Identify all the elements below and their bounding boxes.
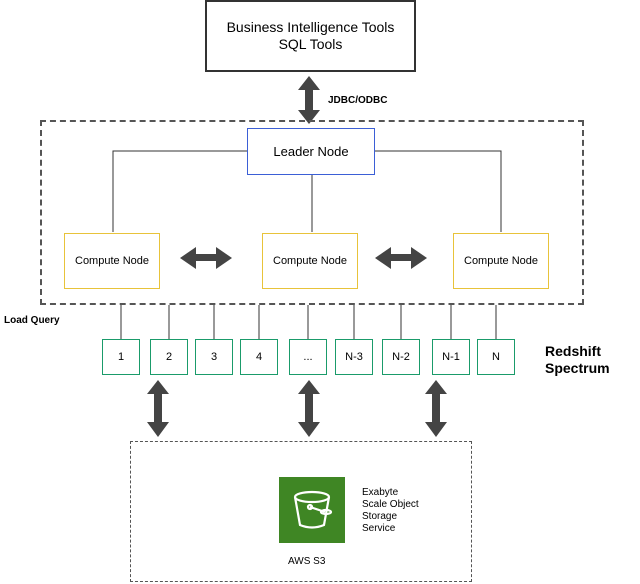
spectrum-title-line-2: Spectrum — [545, 360, 610, 376]
s3-frame — [130, 441, 472, 582]
spectrum-node-3: 3 — [195, 339, 233, 375]
s3-desc-line-4: Service — [362, 523, 396, 534]
spectrum-s3-arrow-1 — [147, 380, 169, 437]
compute-node-2: Compute Node — [262, 233, 358, 289]
spectrum-node-5: ... — [289, 339, 327, 375]
s3-bucket-icon — [279, 477, 345, 543]
spectrum-node-8: N-1 — [432, 339, 470, 375]
spectrum-title-line-1: Redshift — [545, 343, 601, 359]
spectrum-s3-arrow-2 — [298, 380, 320, 437]
load-query-label: Load Query — [4, 315, 60, 326]
spectrum-s3-arrow-3 — [425, 380, 447, 437]
spectrum-node-1: 1 — [102, 339, 140, 375]
compute-node-1: Compute Node — [64, 233, 160, 289]
spectrum-node-2: 2 — [150, 339, 188, 375]
vertical-arrows — [147, 76, 447, 437]
client-line-2: SQL Tools — [278, 36, 343, 52]
spectrum-connectors — [120, 305, 497, 339]
connection-label: JDBC/ODBC — [328, 95, 388, 106]
horizontal-arrows — [180, 247, 427, 269]
spectrum-node-7: N-2 — [382, 339, 420, 375]
spectrum-node-6: N-3 — [335, 339, 373, 375]
leader-node: Leader Node — [247, 128, 375, 175]
s3-desc-line-1: Exabyte — [362, 487, 399, 498]
spectrum-node-4: 4 — [240, 339, 278, 375]
s3-desc-line-2: Scale Object — [362, 499, 419, 510]
spectrum-node-9: N — [477, 339, 515, 375]
s3-description: Exabyte Scale Object Storage Service — [362, 487, 419, 535]
leader-connectors — [112, 150, 502, 232]
leader-to-compute-3-line — [375, 150, 502, 232]
client-line-1: Business Intelligence Tools — [226, 19, 395, 35]
compute-arrow-1 — [180, 247, 232, 269]
compute-arrow-2 — [375, 247, 427, 269]
bucket-icon — [293, 490, 333, 529]
s3-name: AWS S3 — [288, 556, 326, 567]
client-leader-arrow — [298, 76, 320, 124]
client-tools-box: Business Intelligence Tools SQL Tools — [205, 0, 416, 72]
compute-node-3: Compute Node — [453, 233, 549, 289]
leader-to-compute-1-line — [112, 150, 247, 232]
spectrum-title: Redshift Spectrum — [545, 343, 610, 377]
s3-desc-line-3: Storage — [362, 511, 398, 522]
redshift-cluster-frame — [40, 120, 584, 305]
